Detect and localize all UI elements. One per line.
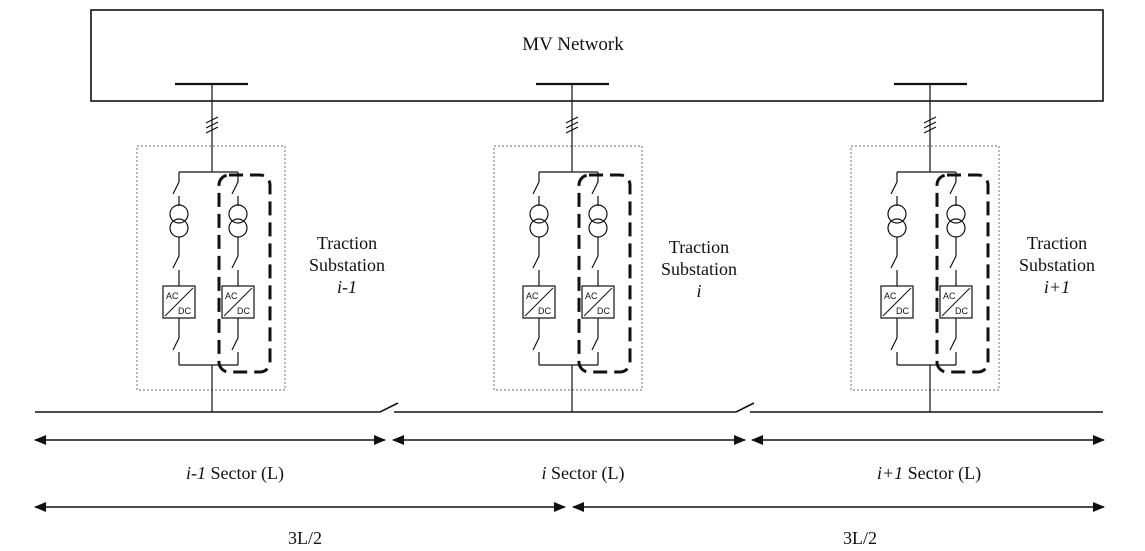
disconnector-switch: [890, 337, 898, 351]
transformer-icon: [529, 218, 549, 238]
three-phase-mark: [565, 126, 579, 134]
rectifier-branch: AC DC: [581, 172, 615, 365]
rectifier-branch: AC DC: [162, 172, 196, 365]
disconnector-switch: [591, 337, 599, 351]
transformer-icon: [887, 218, 907, 238]
disconnector-switch: [532, 181, 540, 195]
rectifier-branch: AC DC: [939, 172, 973, 365]
converter-dc-label: DC: [597, 306, 610, 316]
sector-label: i+1 Sector (L): [877, 463, 981, 484]
transformer-icon: [228, 204, 248, 224]
disconnector-switch: [231, 337, 239, 351]
disconnector-switch: [172, 337, 180, 351]
disconnector-switch: [890, 255, 898, 269]
sector-labels: i-1 Sector (L) i Sector (L) i+1 Sector (…: [186, 463, 981, 484]
disconnector-switch: [172, 255, 180, 269]
three-phase-mark: [205, 121, 219, 129]
acdc-converter-icon: AC DC: [939, 285, 973, 319]
disconnector-switch: [949, 255, 957, 269]
disconnector-switch: [591, 255, 599, 269]
transformer-icon: [588, 204, 608, 224]
substation-boundary: [136, 145, 286, 391]
disconnector-switch: [231, 255, 239, 269]
three-phase-mark: [205, 116, 219, 124]
rectifier-branch: AC DC: [221, 172, 255, 365]
disconnector-switch: [532, 337, 540, 351]
converter-dc-label: DC: [896, 306, 909, 316]
acdc-converter-icon: AC DC: [880, 285, 914, 319]
converter-ac-label: AC: [225, 291, 238, 301]
three-phase-mark: [923, 126, 937, 134]
sector-label: i-1 Sector (L): [186, 463, 284, 484]
acdc-converter-icon: AC DC: [221, 285, 255, 319]
converter-dc-label: DC: [178, 306, 191, 316]
converter-ac-label: AC: [884, 291, 897, 301]
transformer-icon: [169, 218, 189, 238]
transformer-icon: [529, 204, 549, 224]
acdc-converter-icon: AC DC: [581, 285, 615, 319]
disconnector-switch: [231, 181, 239, 195]
substation-boundary: [850, 145, 1000, 391]
converter-dc-label: DC: [538, 306, 551, 316]
transformer-icon: [228, 218, 248, 238]
converter-dc-label: DC: [237, 306, 250, 316]
dc-line-break: [735, 402, 755, 413]
converter-ac-label: AC: [526, 291, 539, 301]
backup-group-boundary: [217, 173, 272, 374]
three-phase-mark: [565, 116, 579, 124]
disconnector-switch: [532, 255, 540, 269]
converter-ac-label: AC: [943, 291, 956, 301]
rectifier-branch: AC DC: [522, 172, 556, 365]
disconnector-switch: [949, 181, 957, 195]
disconnector-switch: [172, 181, 180, 195]
substation-boundary: [493, 145, 643, 391]
mv-network-label: MV Network: [522, 34, 624, 55]
span-label: 3L/2: [288, 528, 322, 548]
three-phase-mark: [923, 121, 937, 129]
disconnector-switch: [890, 181, 898, 195]
backup-group-boundary: [935, 173, 990, 374]
acdc-converter-icon: AC DC: [162, 285, 196, 319]
converter-dc-label: DC: [955, 306, 968, 316]
converter-ac-label: AC: [585, 291, 598, 301]
sector-label: i Sector (L): [542, 463, 625, 484]
transformer-icon: [946, 204, 966, 224]
disconnector-switch: [591, 181, 599, 195]
three-phase-mark: [205, 126, 219, 134]
transformer-icon: [946, 218, 966, 238]
disconnector-switch: [949, 337, 957, 351]
mv-network: MV Network: [90, 9, 1104, 102]
span-label: 3L/2: [843, 528, 877, 548]
span-arrows: 3L/2 3L/2: [34, 502, 1105, 548]
three-phase-mark: [923, 116, 937, 124]
transformer-icon: [169, 204, 189, 224]
mv-network-box: [90, 9, 1104, 102]
acdc-converter-icon: AC DC: [522, 285, 556, 319]
transformer-icon: [588, 218, 608, 238]
backup-group-boundary: [577, 173, 632, 374]
dc-line: [35, 402, 1103, 413]
transformer-icon: [887, 204, 907, 224]
converter-ac-label: AC: [166, 291, 179, 301]
three-phase-mark: [565, 121, 579, 129]
dc-line-break: [379, 402, 399, 413]
rectifier-branch: AC DC: [880, 172, 914, 365]
